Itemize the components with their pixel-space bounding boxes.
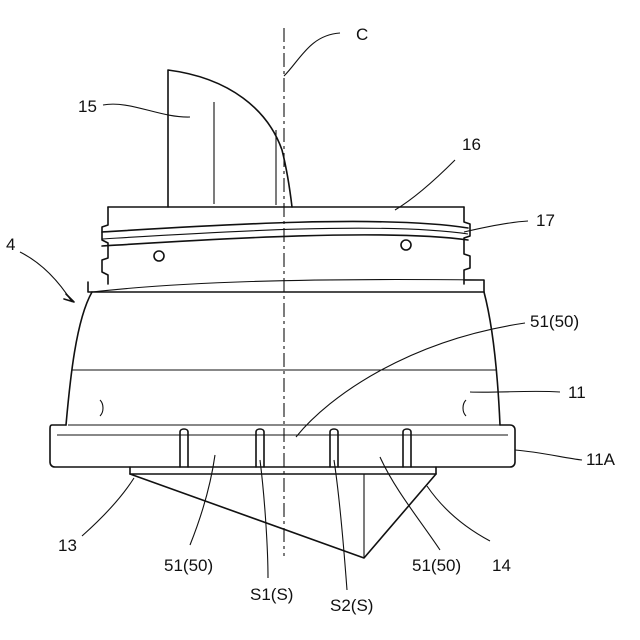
label-4: 4 bbox=[6, 235, 15, 254]
leader-lines bbox=[20, 33, 582, 590]
label-s1: S1(S) bbox=[250, 585, 293, 604]
label-11a: 11A bbox=[586, 450, 616, 469]
label-51-50-left: 51(50) bbox=[164, 556, 213, 575]
label-51-50-upper: 51(50) bbox=[530, 312, 579, 331]
label-16: 16 bbox=[462, 135, 481, 154]
label-axis-c: C bbox=[356, 25, 368, 44]
neck-part bbox=[102, 207, 470, 284]
label-11: 11 bbox=[568, 383, 586, 402]
label-13: 13 bbox=[58, 536, 77, 555]
nozzle-part bbox=[168, 70, 292, 207]
label-15: 15 bbox=[78, 97, 97, 116]
flange-part bbox=[50, 425, 515, 467]
label-51-50-right: 51(50) bbox=[412, 556, 461, 575]
label-14: 14 bbox=[492, 556, 511, 575]
body-part bbox=[66, 280, 500, 426]
label-17: 17 bbox=[536, 211, 555, 230]
label-s2: S2(S) bbox=[330, 596, 373, 615]
lower-part bbox=[130, 467, 436, 558]
